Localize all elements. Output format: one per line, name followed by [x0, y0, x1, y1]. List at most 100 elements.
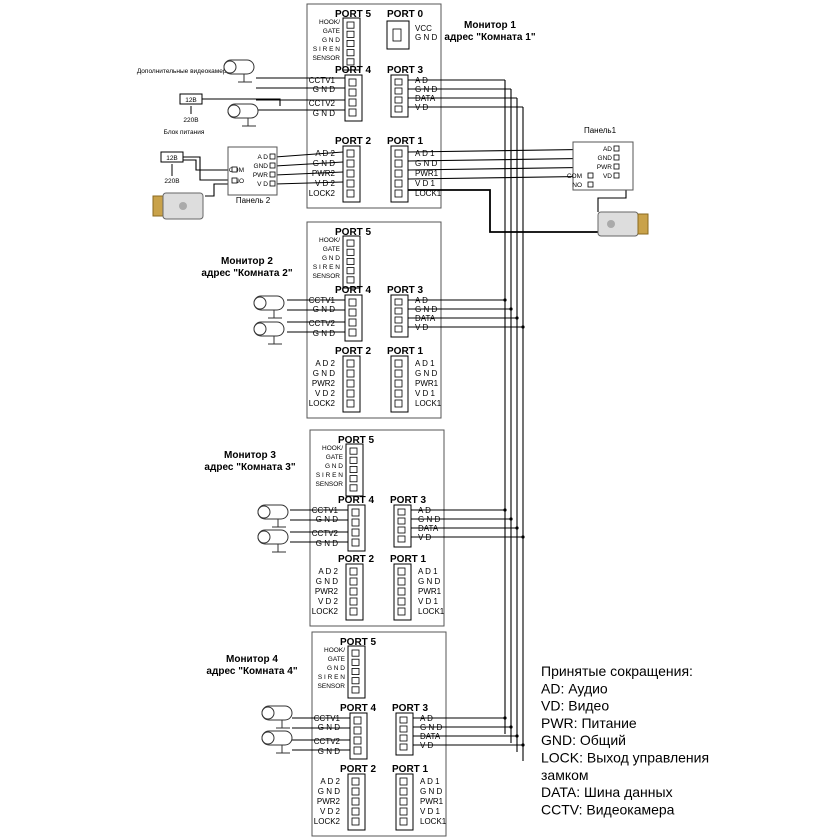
- terminal-pin: [349, 456, 358, 464]
- port3-title: PORT 3: [392, 703, 429, 714]
- terminal-pin: [348, 328, 357, 337]
- port5-pin-label: SENSOR: [313, 273, 341, 280]
- port4-terminal: [349, 712, 368, 760]
- port1-pin-label: A D 1: [415, 359, 435, 368]
- camera-lens: [257, 530, 271, 544]
- lock-icon: [597, 211, 649, 237]
- terminal-pin: [587, 181, 594, 188]
- port2-pin-label: PWR2: [317, 797, 341, 806]
- port2-terminal: [345, 563, 364, 621]
- port2-pin-label: LOCK2: [309, 189, 336, 198]
- terminal-pin: [348, 298, 357, 307]
- terminal-pin: [269, 180, 276, 187]
- terminal-pin: [346, 359, 355, 368]
- terminal-pin: [394, 359, 403, 368]
- terminal-pin: [394, 316, 403, 324]
- legend-line: DATA: Шина данных: [541, 784, 673, 800]
- port3-terminal: [390, 294, 409, 338]
- port3-title: PORT 3: [387, 65, 424, 76]
- port1-terminal: [390, 355, 409, 413]
- port2-pin-label: A D 2: [318, 567, 338, 576]
- port5-pin-label: HOOK/: [322, 445, 343, 452]
- terminal-pin: [346, 248, 355, 256]
- terminal-pin: [269, 153, 276, 160]
- panel-1-title: Панель1: [584, 126, 617, 135]
- port3-title: PORT 3: [390, 495, 427, 506]
- port5-pin-label: SENSOR: [313, 55, 341, 62]
- terminal-pin: [349, 587, 358, 596]
- terminal-pin: [397, 607, 406, 616]
- port1-pin-label: LOCK1: [418, 607, 445, 616]
- camera-icon: [261, 705, 293, 729]
- terminal-pin: [351, 777, 360, 786]
- terminal-pin: [348, 308, 357, 317]
- terminal-pin: [351, 518, 360, 527]
- legend-line: GND: Общий: [541, 732, 626, 748]
- terminal-pin: [392, 28, 402, 42]
- terminal-pin: [397, 535, 406, 543]
- terminal-pin: [399, 817, 408, 826]
- port4-pin-label: CCTV2: [314, 737, 341, 746]
- monitor-body: [311, 631, 447, 837]
- terminal-pin: [348, 108, 357, 117]
- panel-2-pin-label: PWR: [253, 172, 268, 179]
- terminal-pin: [353, 716, 362, 725]
- terminal-pin: [351, 649, 360, 657]
- port1-pin-label: G N D: [418, 577, 440, 586]
- monitor-address: адрес "Комната 1": [444, 32, 535, 43]
- port2-pin-label: G N D: [313, 369, 335, 378]
- port2-pin-label: V D 2: [320, 807, 341, 816]
- terminal-pin: [394, 298, 403, 306]
- legend-line: замком: [541, 767, 589, 783]
- terminal-pin: [349, 607, 358, 616]
- terminal-pin: [394, 159, 403, 168]
- monitor-title: Монитор 3: [224, 450, 276, 461]
- terminal-pin: [394, 179, 403, 188]
- port5-pin-label: GATE: [328, 656, 346, 663]
- lock-icon: [152, 192, 204, 220]
- lock-bolt: [152, 195, 164, 217]
- terminal-pin: [397, 597, 406, 606]
- port5-pin-label: HOOK/: [319, 237, 340, 244]
- panel-2-wire: [274, 151, 344, 158]
- legend-line: CCTV: Видеокамера: [541, 801, 675, 817]
- port1-pin-label: A D 1: [418, 567, 438, 576]
- terminal-pin: [587, 172, 594, 179]
- port4-pin-label: G N D: [313, 85, 335, 94]
- port4-pin-label: G N D: [316, 539, 338, 548]
- terminal-pin: [231, 177, 238, 184]
- port5-pin-label: G N D: [325, 463, 343, 470]
- power-wire: [202, 98, 281, 106]
- camera-icon: [227, 103, 259, 127]
- port2-pin-label: PWR2: [312, 169, 336, 178]
- port5-pin-label: SENSOR: [316, 481, 344, 488]
- voltage-label: 12В: [185, 97, 197, 104]
- port4-terminal: [344, 294, 363, 342]
- terminal-pin: [397, 577, 406, 586]
- monitor-body: [306, 221, 442, 419]
- port1-terminal: [393, 563, 412, 621]
- port0-pin-label: VCC: [415, 24, 432, 33]
- port4-pin-label: G N D: [313, 109, 335, 118]
- panel-2-pin-label: V D: [257, 181, 268, 188]
- port2-pin-label: V D 2: [315, 389, 336, 398]
- terminal-pin: [394, 87, 403, 95]
- port3-terminal: [390, 74, 409, 118]
- terminal-pin: [349, 465, 358, 473]
- port1-pin-label: G N D: [420, 787, 442, 796]
- terminal-pin: [397, 526, 406, 534]
- legend-line: AD: Аудио: [541, 680, 608, 696]
- port4-terminal: [347, 504, 366, 552]
- port2-title: PORT 2: [335, 346, 372, 357]
- camera-lens: [253, 296, 267, 310]
- power-wire: [183, 159, 232, 171]
- panel-1-pin-label: VD: [603, 173, 612, 180]
- lock-bolt: [637, 213, 649, 235]
- panel-2-no-label: NO: [234, 178, 244, 185]
- port5-pin-label: S I R E N: [316, 472, 343, 479]
- terminal-pin: [346, 179, 355, 188]
- port5-pin-label: S I R E N: [313, 46, 340, 53]
- port5-title: PORT 5: [335, 227, 372, 238]
